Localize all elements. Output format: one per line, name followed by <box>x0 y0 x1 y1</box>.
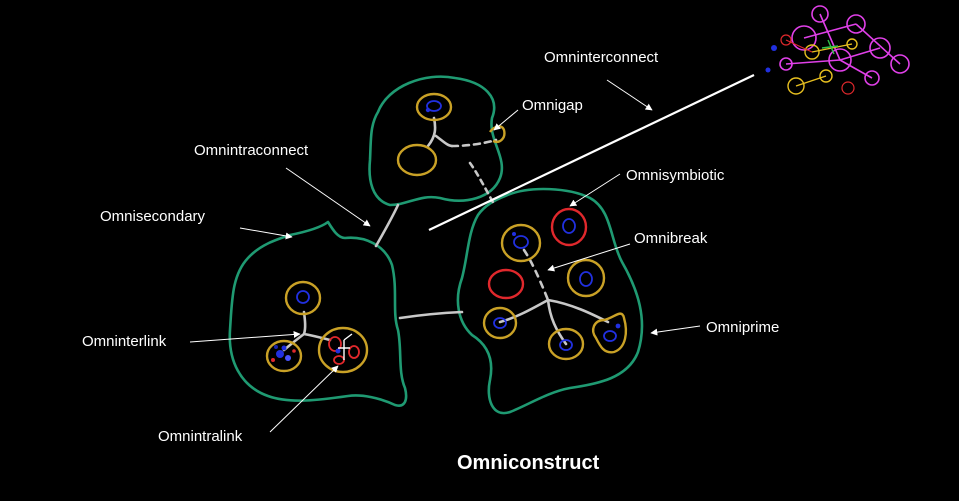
omninterlink-core-cluster <box>271 345 296 362</box>
node-core <box>426 100 442 112</box>
node-core <box>296 290 310 304</box>
node-yellow <box>500 223 542 263</box>
omninterconnect-thumbnail <box>765 5 910 95</box>
label-omnisymbiotic: Omnisymbiotic <box>626 167 725 184</box>
node-core <box>513 235 529 249</box>
top-membrane <box>368 75 504 207</box>
node-yellow <box>547 327 585 361</box>
label-omninterconnect: Omninterconnect <box>544 49 659 66</box>
label-omniprime: Omniprime <box>706 319 779 336</box>
node-core <box>579 271 593 287</box>
node-core-dot <box>425 107 431 113</box>
arrow-omnisecondary <box>239 227 293 240</box>
node-core <box>603 330 617 342</box>
omnintralink-internals <box>328 333 360 365</box>
omninterconnect-line <box>428 74 755 231</box>
node-yellow <box>415 92 453 122</box>
node-core <box>562 218 576 234</box>
omninterlink-node <box>265 339 303 373</box>
top-internal-link <box>426 116 454 148</box>
right-membrane <box>456 187 644 415</box>
arrow-omnisymbiotic <box>569 173 621 207</box>
label-omnintralink: Omnintralink <box>158 428 243 445</box>
node-core <box>493 317 507 329</box>
arrow-omninterlink <box>189 330 301 343</box>
node-yellow <box>566 258 606 298</box>
diagram-title: Omniconstruct <box>457 452 600 474</box>
right-break-link <box>522 248 550 302</box>
label-omninterlink: Omninterlink <box>82 333 167 350</box>
omnintralink-node <box>317 326 369 374</box>
node-red <box>487 268 525 300</box>
arrow-omnintraconnect <box>285 167 371 227</box>
arrow-omniprime <box>650 325 701 336</box>
omnintraconnect-link <box>374 203 400 248</box>
node-red <box>550 207 588 247</box>
label-omnigap: Omnigap <box>522 97 583 114</box>
arrow-omnintralink <box>269 365 339 433</box>
node-core <box>559 339 573 351</box>
node-yellow <box>396 143 438 177</box>
node-yellow <box>482 306 518 340</box>
omninterconnect-link <box>398 310 464 320</box>
label-omnisecondary: Omnisecondary <box>100 208 206 225</box>
arrow-omnigap <box>493 109 519 131</box>
label-omnintraconnect: Omnintraconnect <box>194 142 309 159</box>
arrow-omnibreak <box>547 243 631 272</box>
node-yellow <box>284 280 322 316</box>
node-core-dot <box>615 323 621 329</box>
top-gap-link <box>450 138 498 148</box>
left-membrane <box>228 220 408 407</box>
node-core-dot <box>512 232 516 236</box>
arrow-omninterconnect-label <box>606 79 653 111</box>
node-yellow-petal <box>592 312 628 354</box>
left-internal-links <box>282 310 332 352</box>
label-omnibreak: Omnibreak <box>634 230 708 247</box>
